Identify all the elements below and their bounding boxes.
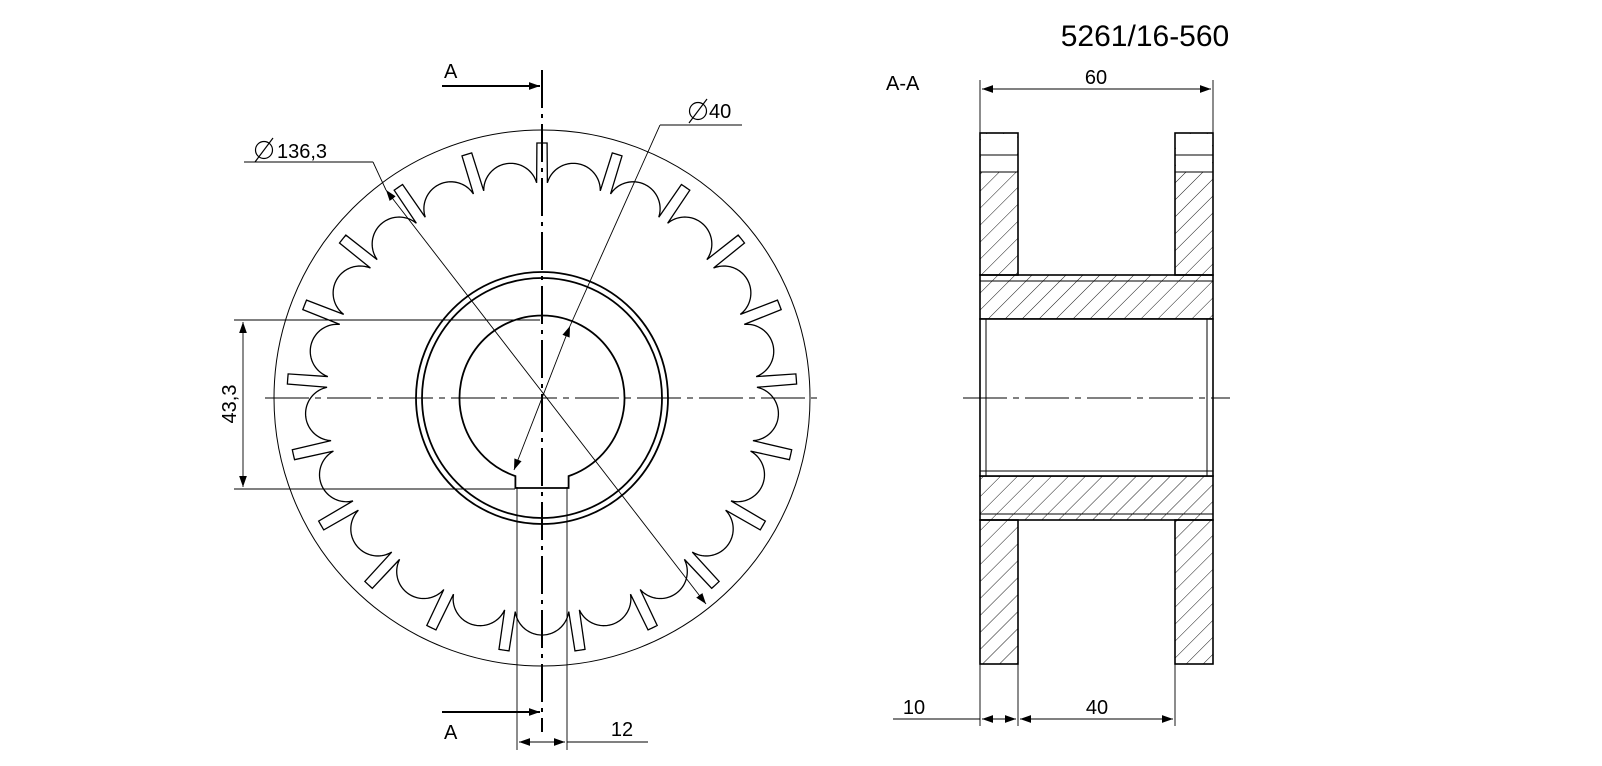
cut-label-bottom: A: [444, 722, 458, 744]
right-flange-bottom: [1174, 519, 1214, 665]
section-label: A-A: [886, 73, 920, 95]
dim-bore-diameter: 40: [513, 98, 742, 471]
dim-bore-diameter-value: 40: [709, 101, 731, 123]
dim-bottom-widths: 10 40: [893, 664, 1176, 726]
front-view: A A 136,3 40 43,3: [219, 61, 820, 750]
dim-outer-diameter: 136,3: [244, 137, 707, 605]
dim-outer-diameter-value: 136,3: [277, 141, 327, 163]
dim-inner-width-value: 40: [1086, 697, 1108, 719]
dim-keyway-width-value: 12: [611, 719, 633, 741]
cut-label-top: A: [444, 61, 458, 83]
diameter-symbol-icon: [254, 140, 274, 160]
hub-wall-bottom: [979, 475, 1214, 521]
hub-wall-top: [979, 274, 1214, 320]
dim-flange-thickness-value: 10: [903, 697, 925, 719]
diameter-symbol-icon: [688, 101, 708, 121]
drawing-title: 5261/16-560: [1061, 20, 1230, 53]
dim-overall-width: 60: [979, 67, 1214, 133]
left-flange-bottom: [979, 519, 1019, 665]
dim-overall-width-value: 60: [1085, 67, 1107, 89]
dim-keyway-depth-value: 43,3: [219, 385, 241, 424]
dim-keyway-depth: 43,3: [219, 319, 540, 490]
dim-keyway-width: 12: [516, 487, 648, 750]
section-view: A-A 60: [886, 67, 1230, 726]
